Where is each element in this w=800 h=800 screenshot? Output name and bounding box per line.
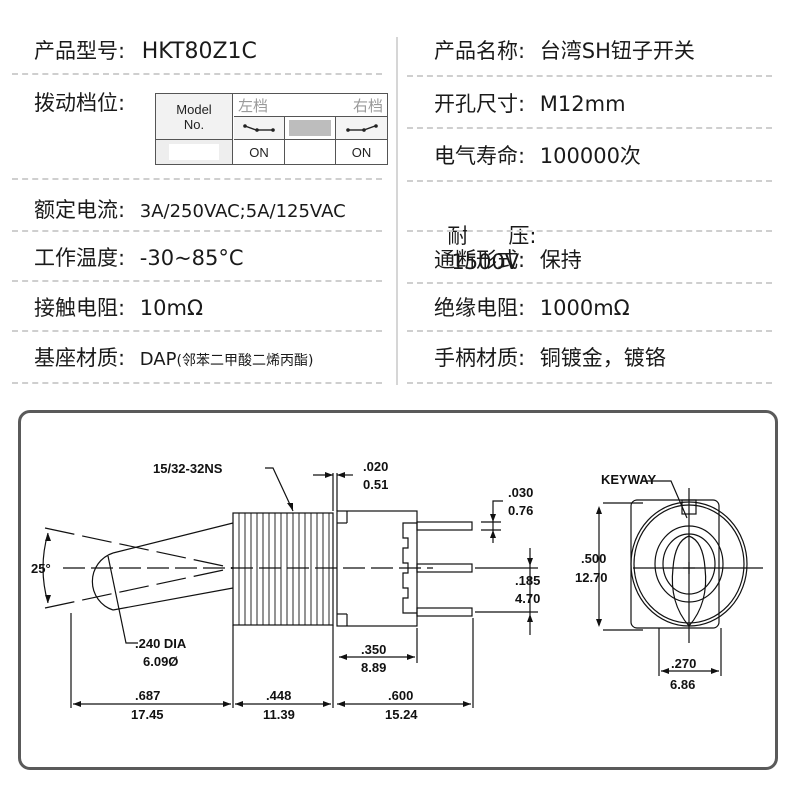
handle-dia-in: .240 DIA — [135, 636, 187, 651]
spec-value: 10mΩ — [139, 296, 203, 320]
height-dim-mm: 12.70 — [575, 570, 608, 585]
body-dim-in: .350 — [361, 642, 386, 657]
terminal-dim-mm: 0.76 — [508, 503, 533, 518]
handle-length-in: .687 — [135, 688, 160, 703]
spec-value-note: (邻苯二甲酸二烯丙酯) — [176, 353, 314, 369]
center-gray-block — [289, 120, 331, 136]
pitch-dim-in: .185 — [515, 573, 540, 588]
dimension-drawing: 15/32-32NS 25° .240 DIA 6.09Ø .020 0.51 … — [18, 410, 778, 770]
spec-label: 电气寿命: — [434, 144, 526, 168]
flange-dim-mm: 0.51 — [363, 477, 388, 492]
bushing-dim-mm: 11.39 — [263, 707, 295, 722]
spec-value: 1500V — [451, 250, 520, 274]
angle-label: 25° — [31, 561, 51, 576]
terminal-dim-in: .030 — [508, 485, 533, 500]
spec-value: -30~85°C — [139, 246, 244, 270]
divider — [407, 127, 772, 129]
left-position-header: 左档 — [234, 94, 310, 117]
rear-dim-mm: 15.24 — [385, 707, 418, 722]
model-header: Model No. — [156, 94, 233, 140]
divider — [407, 282, 772, 284]
divider — [12, 230, 382, 232]
left-on-value: ON — [234, 140, 285, 164]
spec-value: DAP — [139, 349, 177, 370]
pitch-dim-mm: 4.70 — [515, 591, 540, 606]
model-header-line2: No. — [183, 116, 205, 132]
switch-position-table: Model No. 左档 右档 ON ON — [155, 93, 388, 165]
center-position-cell — [285, 117, 336, 140]
divider — [407, 382, 772, 384]
spec-value: 铜镀金，镀铬 — [539, 346, 666, 370]
spec-insulation-resistance: 绝缘电阻: 1000mΩ — [434, 295, 630, 321]
spec-switching-type: 通断形式: 保持 — [434, 247, 582, 273]
spec-label: 产品型号: — [34, 39, 126, 63]
spec-rated-current: 额定电流: 3A/250VAC;5A/125VAC — [34, 197, 346, 225]
divider — [407, 180, 772, 182]
height-dim-in: .500 — [581, 551, 606, 566]
spec-label: 开孔尺寸: — [434, 92, 526, 116]
model-value-cell — [156, 140, 233, 164]
model-value — [169, 144, 219, 160]
divider — [12, 330, 382, 332]
spec-value: HKT80Z1C — [141, 39, 257, 64]
divider — [12, 280, 382, 282]
spec-label: 额定电流: — [34, 198, 126, 222]
spec-value: 100000次 — [539, 144, 641, 168]
spec-label: 基座材质: — [34, 346, 126, 370]
spec-withstand-voltage: 耐 压: 1500V — [434, 197, 537, 275]
spec-label: 产品名称: — [434, 39, 526, 63]
right-on-value: ON — [351, 144, 372, 160]
divider — [12, 178, 382, 180]
spec-product-name: 产品名称: 台湾SH钮子开关 — [434, 38, 695, 64]
model-header-line1: Model — [176, 101, 212, 117]
center-value — [285, 140, 336, 164]
divider — [407, 75, 772, 77]
spec-value: M12mm — [539, 92, 626, 116]
switch-left-icon — [234, 117, 285, 140]
spec-electrical-life: 电气寿命: 100000次 — [434, 143, 641, 169]
divider — [407, 330, 772, 332]
width-dim-in: .270 — [671, 656, 696, 671]
spec-label: 拨动档位: — [34, 91, 126, 115]
spec-contact-resistance: 接触电阻: 10mΩ — [34, 295, 203, 321]
rear-dim-in: .600 — [388, 688, 413, 703]
switch-drawing-svg: 15/32-32NS 25° .240 DIA 6.09Ø .020 0.51 … — [31, 459, 763, 722]
spec-label: 通断形式: — [434, 248, 526, 272]
spec-value: 1000mΩ — [539, 296, 630, 320]
bushing-dim-in: .448 — [266, 688, 291, 703]
width-dim-mm: 6.86 — [670, 677, 695, 692]
spec-label: 接触电阻: — [34, 296, 126, 320]
spec-label: 绝缘电阻: — [434, 296, 526, 320]
spec-hole-size: 开孔尺寸: M12mm — [434, 91, 626, 117]
spec-base-material: 基座材质: DAP(邻苯二甲酸二烯丙酯) — [34, 345, 313, 374]
handle-dia-mm: 6.09Ø — [143, 654, 178, 669]
flange-dim-in: .020 — [363, 459, 388, 474]
spec-position: 拨动档位: — [34, 90, 125, 116]
spec-value: 台湾SH钮子开关 — [539, 39, 695, 63]
spec-value: 3A/250VAC;5A/125VAC — [139, 201, 346, 222]
spec-operating-temp: 工作温度: -30~85°C — [34, 245, 244, 271]
spec-handle-material: 手柄材质: 铜镀金，镀铬 — [434, 345, 666, 371]
divider — [12, 382, 382, 384]
spec-label: 手柄材质: — [434, 346, 526, 370]
keyway-label: KEYWAY — [601, 472, 656, 487]
spec-label: 工作温度: — [34, 246, 126, 270]
spec-model: 产品型号: HKT80Z1C — [34, 38, 257, 65]
spec-label: 耐 压: — [447, 224, 537, 248]
divider — [12, 73, 382, 75]
spec-value: 保持 — [539, 248, 582, 272]
body-dim-mm: 8.89 — [361, 660, 386, 675]
right-position-header: 右档 — [310, 94, 387, 117]
column-divider — [396, 37, 398, 385]
handle-length-mm: 17.45 — [131, 707, 164, 722]
thread-label: 15/32-32NS — [153, 461, 223, 476]
switch-right-icon — [336, 117, 387, 140]
divider — [407, 230, 772, 232]
